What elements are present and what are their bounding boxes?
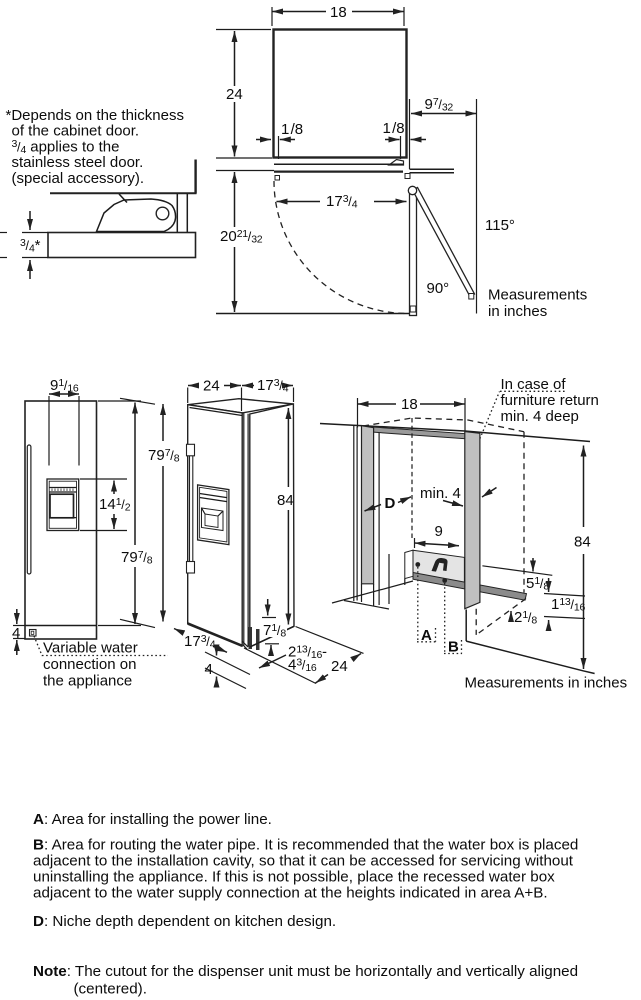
svg-text:84: 84 [277, 492, 294, 509]
svg-text:in inches: in inches [488, 303, 547, 320]
svg-text:*Depends on the thickness: *Depends on the thickness [6, 107, 184, 124]
svg-text:84: 84 [574, 534, 591, 551]
svg-text:A: A [421, 627, 432, 644]
svg-text:115°: 115° [485, 217, 515, 234]
svg-text:D: D [385, 495, 396, 512]
svg-text:797/8: 797/8 [121, 549, 153, 567]
svg-text:173/4: 173/4 [257, 377, 289, 395]
svg-text:connection on: connection on [43, 656, 136, 673]
svg-text:18: 18 [330, 4, 347, 21]
svg-text:Note: The cutout for the dispe: Note: The cutout for the dispenser unit … [33, 963, 578, 980]
svg-text:adjacent to the installation c: adjacent to the installation cavity, so … [33, 852, 574, 869]
svg-text:3/4*: 3/4* [20, 237, 41, 255]
svg-text:797/8: 797/8 [148, 447, 180, 465]
svg-text:18: 18 [401, 396, 418, 413]
svg-text:the appliance: the appliance [43, 672, 132, 689]
svg-text:Variable water: Variable water [43, 640, 138, 657]
svg-text:141/2: 141/2 [99, 496, 131, 514]
svg-text:4: 4 [12, 625, 20, 642]
svg-text:In case of: In case of [501, 376, 567, 393]
svg-text:4: 4 [205, 661, 213, 678]
svg-text:3/4 applies to the: 3/4 applies to the [12, 138, 120, 156]
svg-text:Measurements: Measurements [488, 287, 587, 304]
svg-text:9: 9 [435, 523, 443, 540]
svg-text:90°: 90° [427, 280, 450, 297]
svg-text:min. 4: min. 4 [420, 485, 461, 502]
svg-text:B: B [448, 639, 459, 656]
svg-text:173/4: 173/4 [326, 193, 358, 211]
svg-text:1 /8: 1 /8 [281, 118, 303, 138]
svg-text:1 /8: 1 /8 [383, 117, 405, 137]
svg-text:B: Area for routing the water: B: Area for routing the water pipe. It i… [33, 836, 578, 853]
svg-text:uninstalling the appliance. If: uninstalling the appliance. If this is n… [33, 869, 555, 886]
svg-text:(centered).: (centered). [74, 981, 147, 998]
svg-text:furniture return: furniture return [501, 392, 599, 409]
svg-text:24: 24 [331, 658, 348, 675]
svg-text:Measurements in inches: Measurements in inches [465, 675, 628, 692]
svg-text:min. 4 deep: min. 4 deep [501, 408, 579, 425]
svg-text:adjacent to the water supply c: adjacent to the water supply connection … [33, 885, 548, 902]
svg-text:stainless steel door.: stainless steel door. [12, 154, 144, 171]
svg-text:(special accessory).: (special accessory). [12, 170, 145, 187]
svg-text:24: 24 [226, 86, 243, 103]
svg-text:24: 24 [203, 378, 220, 395]
svg-text:D: Niche depth dependent on ki: D: Niche depth dependent on kitchen desi… [33, 913, 336, 930]
svg-text:A: Area for installing the pow: A: Area for installing the power line. [33, 811, 272, 828]
svg-text:173/4: 173/4 [184, 633, 216, 651]
svg-text:of the cabinet door.: of the cabinet door. [12, 123, 140, 140]
